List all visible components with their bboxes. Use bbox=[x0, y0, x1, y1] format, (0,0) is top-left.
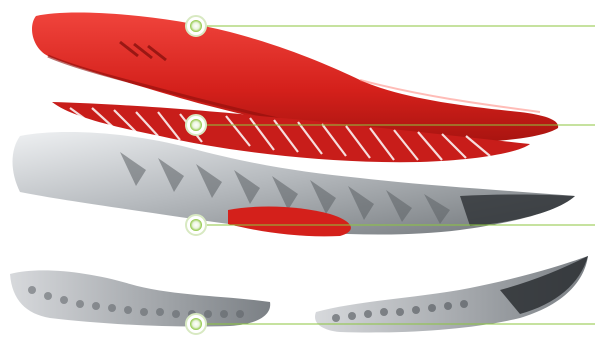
callout-1 bbox=[186, 16, 595, 36]
outsole-pods-layer bbox=[10, 256, 588, 332]
